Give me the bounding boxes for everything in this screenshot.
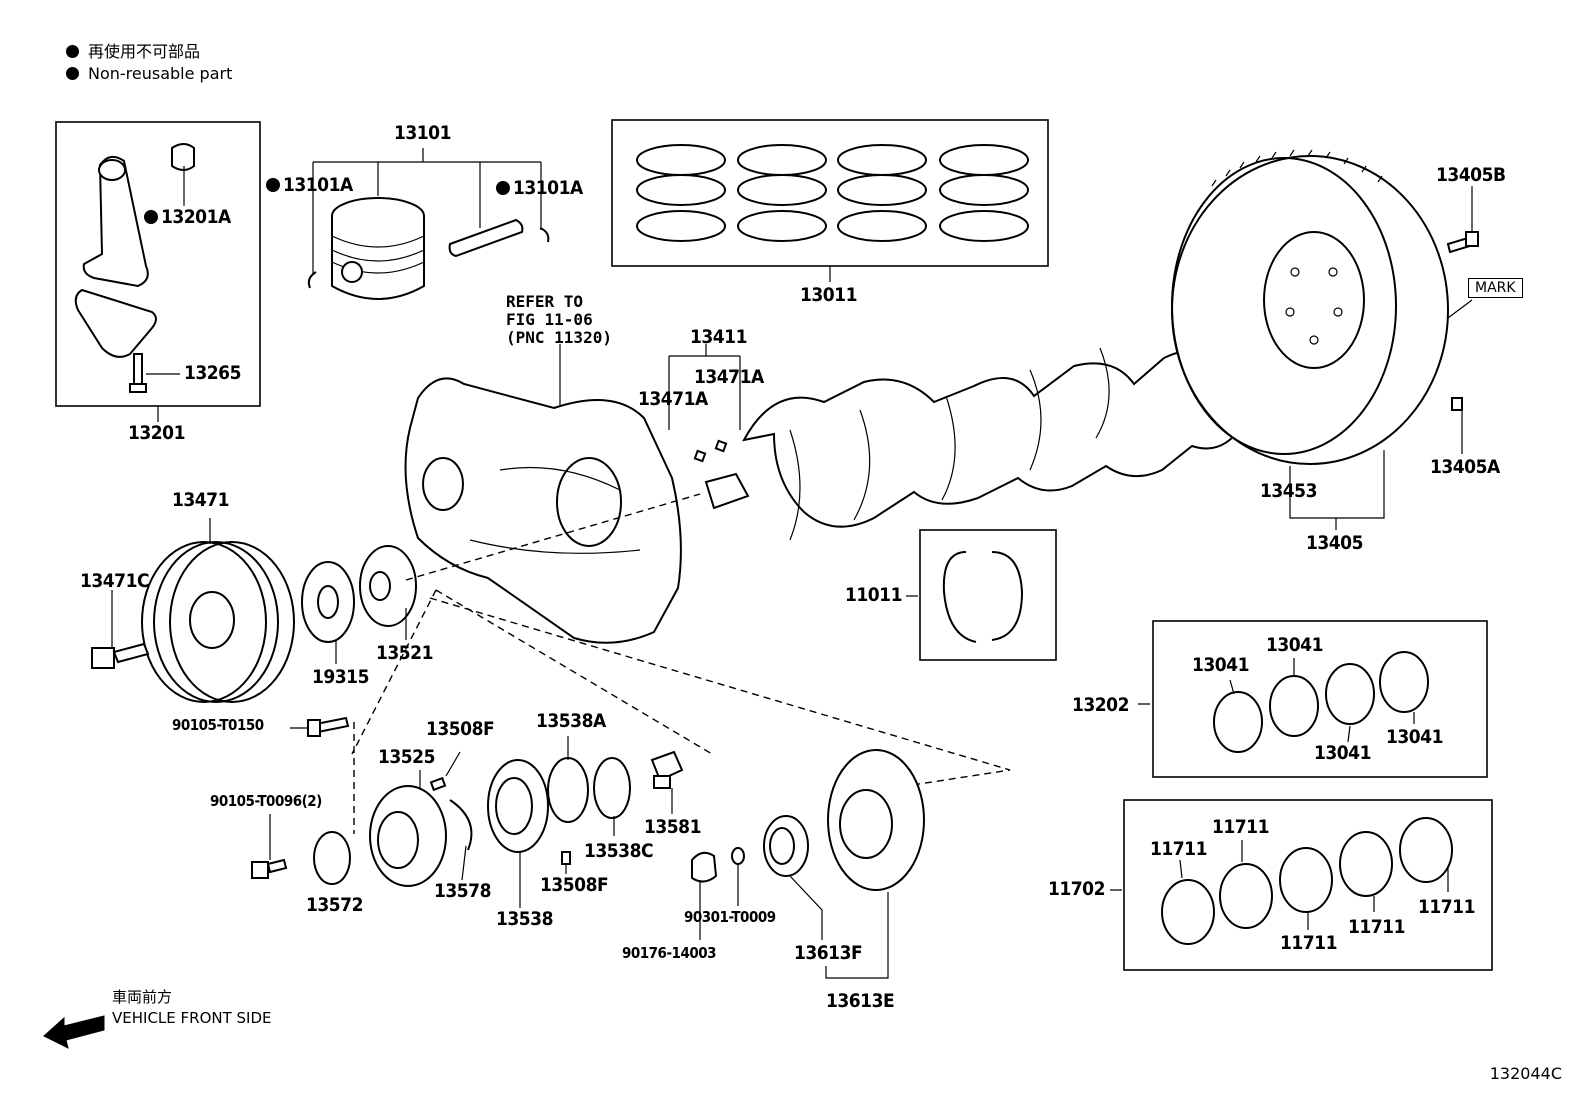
washer-13572-icon <box>313 831 351 885</box>
label-19315[interactable]: 19315 <box>312 666 369 688</box>
bolt-90105-T0096-icon <box>251 858 288 879</box>
label-13101A-left[interactable]: 13101A <box>266 176 353 195</box>
label-11711-c[interactable]: 11711 <box>1280 932 1337 954</box>
label-13041-a[interactable]: 13041 <box>1192 654 1249 676</box>
label-13041-c[interactable]: 13041 <box>1314 742 1371 764</box>
label-90301-T0009[interactable]: 90301-T0009 <box>684 908 776 926</box>
label-90105-T0150[interactable]: 90105-T0150 <box>172 716 264 734</box>
crankshaft-icon <box>704 347 1264 541</box>
label-13041-d[interactable]: 13041 <box>1386 726 1443 748</box>
pulley-bolt-icon <box>91 642 150 669</box>
label-11711-e[interactable]: 11711 <box>1418 896 1475 918</box>
refer-note-line2: FIG 11-06 <box>506 310 593 329</box>
timing-cover-icon <box>404 377 682 644</box>
legend-en-text: Non-reusable part <box>88 64 233 83</box>
refer-note: REFER TO FIG 11-06 (PNC 11320) <box>506 293 612 347</box>
label-13101A-right[interactable]: 13101A <box>496 179 583 198</box>
key-13508F-icon <box>429 776 447 792</box>
sprocket-13613-icon <box>827 749 925 891</box>
thrust-washer-icon <box>942 551 1024 643</box>
label-13538C[interactable]: 13538C <box>584 840 654 862</box>
legend-jp: 再使用不可部品 <box>66 38 200 62</box>
label-11711-d[interactable]: 11711 <box>1348 916 1405 938</box>
non-reusable-dot-icon <box>66 45 79 58</box>
label-13613F[interactable]: 13613F <box>794 942 863 964</box>
flywheel-icon <box>1171 149 1449 465</box>
front-side-en: VEHICLE FRONT SIDE <box>112 1009 272 1027</box>
piston-pin-icon <box>448 218 524 258</box>
label-13101[interactable]: 13101 <box>394 122 451 144</box>
main-bearing-box <box>1123 799 1493 971</box>
label-13453[interactable]: 13453 <box>1260 480 1317 502</box>
snap-ring-icon <box>307 227 550 289</box>
label-13525[interactable]: 13525 <box>378 746 435 768</box>
sprocket-13525-icon <box>369 785 447 887</box>
flywheel-pin-icon <box>1451 397 1463 411</box>
ring-13578-icon <box>449 799 473 851</box>
label-90105-T0096[interactable]: 90105-T0096(2) <box>210 792 322 810</box>
crank-pulley-icon <box>141 541 295 703</box>
refer-note-line3: (PNC 11320) <box>506 328 612 347</box>
label-11702[interactable]: 11702 <box>1048 878 1105 900</box>
front-arrow-icon <box>43 1015 105 1049</box>
label-11711-a[interactable]: 11711 <box>1150 838 1207 860</box>
legend-jp-text: 再使用不可部品 <box>88 42 201 61</box>
label-13508F-1[interactable]: 13508F <box>426 718 495 740</box>
piston-ring-box <box>611 119 1049 267</box>
label-13508F-2[interactable]: 13508F <box>540 874 609 896</box>
flywheel-bolt-icon <box>1446 231 1479 254</box>
plug-90176-icon <box>691 851 718 883</box>
oring-13538A-icon <box>547 757 589 823</box>
seal-13538-icon <box>487 759 549 853</box>
connecting-rod-icon <box>74 155 157 358</box>
label-13411[interactable]: 13411 <box>690 326 747 348</box>
label-13578[interactable]: 13578 <box>434 880 491 902</box>
ring-13538C-icon <box>593 757 631 819</box>
label-13041-b[interactable]: 13041 <box>1266 634 1323 656</box>
tensioner-13581-icon <box>650 750 684 789</box>
label-13011[interactable]: 13011 <box>800 284 857 306</box>
label-11711-b[interactable]: 11711 <box>1212 816 1269 838</box>
label-13405A[interactable]: 13405A <box>1430 456 1500 478</box>
piston-rings-icon <box>636 144 1029 242</box>
main-bearings-icon <box>1161 817 1453 945</box>
label-13572[interactable]: 13572 <box>306 894 363 916</box>
label-13265[interactable]: 13265 <box>184 362 241 384</box>
label-11011[interactable]: 11011 <box>845 584 902 606</box>
label-13471A-2[interactable]: 13471A <box>638 388 708 410</box>
label-13538[interactable]: 13538 <box>496 908 553 930</box>
thrust-washer-box <box>919 529 1057 661</box>
label-13202[interactable]: 13202 <box>1072 694 1129 716</box>
label-13471[interactable]: 13471 <box>172 489 229 511</box>
conrod-bearings-icon <box>1213 651 1429 753</box>
rod-bolt-icon <box>129 353 147 393</box>
key-13508F-lower-icon <box>561 851 571 865</box>
legend-en: Non-reusable part <box>66 64 232 83</box>
label-13471A-1[interactable]: 13471A <box>694 366 764 388</box>
conrod-bearing-box <box>1152 620 1488 778</box>
gasket-90301-icon <box>731 847 745 865</box>
bolt-90105-T0150-icon <box>307 716 350 737</box>
piston-icon <box>331 197 425 300</box>
mark-label: MARK <box>1468 278 1523 298</box>
label-13613E[interactable]: 13613E <box>826 990 895 1012</box>
label-90176-14003[interactable]: 90176-14003 <box>622 944 717 962</box>
label-13405B[interactable]: 13405B <box>1436 164 1506 186</box>
non-reusable-dot-icon <box>66 67 79 80</box>
front-side-jp: 車両前方 <box>112 988 173 1006</box>
refer-note-line1: REFER TO <box>506 292 584 311</box>
crank-sprocket-13521-icon <box>359 545 417 627</box>
bearing-13201A-icon <box>171 143 195 171</box>
label-13538A[interactable]: 13538A <box>536 710 606 732</box>
sensor-plate-19315-icon <box>301 561 355 643</box>
label-13405[interactable]: 13405 <box>1306 532 1363 554</box>
seal-13613F-icon <box>763 815 809 877</box>
label-13581[interactable]: 13581 <box>644 816 701 838</box>
figure-number: 132044C <box>1489 1064 1562 1083</box>
label-13201A[interactable]: 13201A <box>144 208 231 227</box>
label-13521[interactable]: 13521 <box>376 642 433 664</box>
label-13201[interactable]: 13201 <box>128 422 185 444</box>
label-13471C[interactable]: 13471C <box>80 570 150 592</box>
